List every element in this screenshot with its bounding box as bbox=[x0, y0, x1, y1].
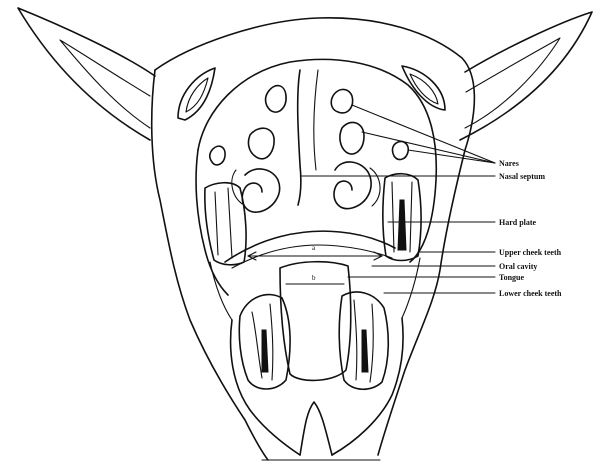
muzzle-center-notch bbox=[300, 402, 332, 455]
left-ear-inner bbox=[60, 40, 150, 128]
label-tongue: Tongue bbox=[499, 273, 525, 282]
left-eye-inner bbox=[186, 78, 208, 112]
mark-b: b bbox=[312, 274, 316, 282]
upper-cheek-tooth-right-dark bbox=[398, 200, 406, 250]
lower-cheek-tooth-left-dark bbox=[262, 330, 268, 372]
muzzle-right bbox=[332, 318, 403, 455]
naris-right-1 bbox=[331, 89, 352, 112]
mandible-right bbox=[402, 258, 420, 318]
turbinate-left bbox=[242, 169, 279, 212]
right-ear bbox=[460, 12, 592, 140]
nasal-cavity-outline-left bbox=[196, 150, 228, 295]
label-lower-cheek-teeth: Lower cheek teeth bbox=[499, 289, 562, 298]
leader-nares-3 bbox=[408, 150, 495, 163]
label-upper-cheek-teeth: Upper cheek teeth bbox=[499, 248, 562, 257]
naris-left-1 bbox=[266, 86, 287, 112]
nasal-septum bbox=[298, 70, 301, 205]
upper-cheek-tooth-left-root bbox=[215, 188, 232, 258]
right-ear-inner bbox=[465, 38, 560, 128]
naris-right-2 bbox=[340, 122, 364, 154]
lower-cheek-tooth-right-dark bbox=[362, 330, 368, 372]
leader-nares-2 bbox=[362, 132, 495, 163]
naris-left-2 bbox=[248, 128, 274, 159]
label-nares: Nares bbox=[499, 159, 519, 168]
left-eye bbox=[178, 68, 215, 120]
mandible-left bbox=[210, 262, 232, 320]
nasal-septum-inner bbox=[314, 70, 318, 170]
label-nasal-septum: Nasal septum bbox=[499, 172, 545, 181]
naris-right-3 bbox=[393, 141, 409, 159]
label-oral-cavity: Oral cavity bbox=[499, 262, 537, 271]
right-eye bbox=[402, 66, 445, 110]
left-ear bbox=[18, 8, 155, 140]
label-hard-plate: Hard plate bbox=[499, 218, 537, 227]
naris-left-3 bbox=[210, 146, 225, 165]
turbinate-right bbox=[334, 162, 371, 209]
